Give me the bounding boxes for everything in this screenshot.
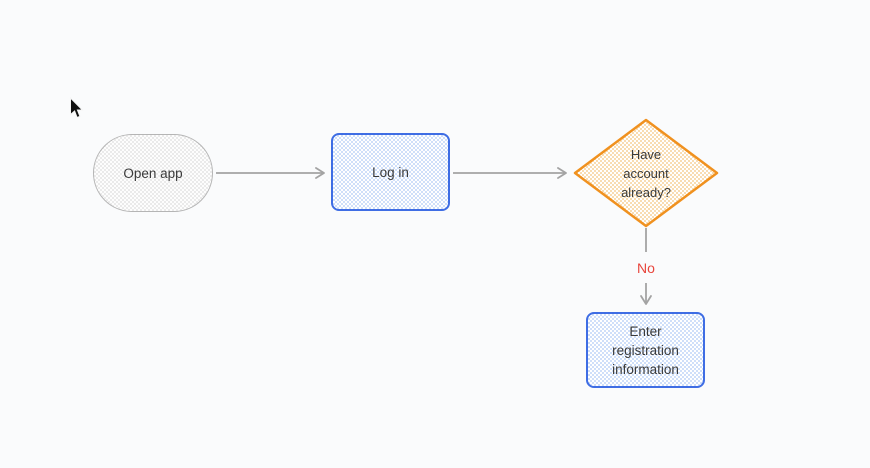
node-enter-registration-label: Enter registration information [612, 323, 679, 377]
edge-label-no: No [637, 260, 655, 276]
node-have-account-label: Have account already? [621, 147, 671, 200]
node-open-app-label: Open app [123, 165, 183, 181]
node-enter-registration[interactable]: Enter registration information [586, 312, 705, 388]
node-log-in[interactable]: Log in [331, 133, 450, 211]
node-have-account[interactable] [573, 118, 719, 228]
node-open-app[interactable]: Open app [93, 134, 213, 212]
node-log-in-label: Log in [372, 164, 409, 180]
